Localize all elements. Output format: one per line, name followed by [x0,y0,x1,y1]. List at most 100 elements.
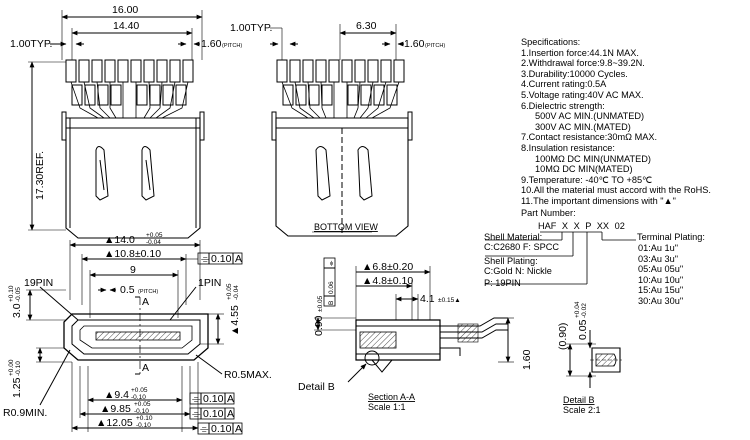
section-view [314,257,514,383]
dim-section-48: ▲4.8±0.10 [362,275,413,287]
spec-line: 6.Dielectric strength: [521,100,605,111]
spec-line: 3.Durability:10000 Cycles. [521,68,628,79]
fcf-3-datum: A [227,408,234,420]
dim-plan-108: ▲10.8±0.10 [104,248,161,260]
plan-view [26,240,243,435]
spec-line: 8.Insulation resistance: [521,142,615,153]
spec-line: 10MΩ DC MIN(MATED) [535,164,633,175]
spec-line: 5.Voltage rating:40V AC MAX. [521,89,644,100]
terminal-plating-list: 01:Au 1u"03:Au 3u"05:Au 05u"10:Au 10u"15… [638,243,683,307]
shell-plating-title: Shell Plating: [484,256,538,266]
spec-line: 4.Current rating:0.5A [521,79,607,90]
front-view [28,10,205,239]
dim-plan-985: ▲9.85 [100,403,131,415]
dim-section-09: 0.90 [313,315,325,336]
tol-plan-30-up: +0.10 [8,285,15,302]
connector-body [65,117,201,239]
fcf-3-val: 0.10 [203,408,224,420]
tol-plan-985-dn: -0.10 [134,408,149,415]
detail-caption-scale: Scale 2:1 [563,405,601,415]
dim-plan-pitch-tag: (PITCH) [138,289,158,295]
fcf-4-sym: ⌯ [200,423,209,435]
label-1pin: 1PIN [198,277,221,289]
pin-pads [65,59,194,106]
dim-section-68: ▲6.8±0.20 [362,261,413,273]
terminal-plating-option: 05:Au 05u" [638,264,684,275]
dim-plan-14: ▲14.0 [104,234,135,246]
terminal-plating-option: 01:Au 1u" [638,243,679,253]
dim-section-160: 1.60 [521,349,533,370]
fcf-1-val: 0.10 [211,253,232,265]
tol-section-09: ±0.05 [317,295,324,312]
dim-front-16: 16.00 [112,4,138,16]
plan-housing [63,313,209,361]
fcf-2-sym: ⌯ [192,393,201,405]
dim-bottom-pitch-tag: (PITCH) [425,43,445,49]
fcf-4-val: 0.10 [211,423,232,435]
label-r09: R0.9MIN. [3,407,47,419]
label-r05: R0.5MAX. [224,369,272,381]
fcf-v-val: 0.06 [328,281,335,294]
spec-line: 11.The important dimensions with "▲" [521,195,676,206]
spec-title: Specifications: [521,37,581,47]
spec-line: 1.Insertion force:44.1N MAX. [521,47,639,58]
spec-line: 500V AC MIN.(UNMATED) [535,111,645,122]
dim-front-pitch: 1.60 [201,38,222,50]
bottom-view-caption: BOTTOM VIEW [314,222,378,232]
part-number-code: HAF X X P XX 02 [538,221,625,231]
dim-plan-125: 1.25 [11,377,23,398]
tol-plan-14-dn: -0.04 [146,239,161,246]
section-caption-title: Section A-A [368,392,415,402]
terminal-plating-option: 15:Au 15u" [638,285,684,296]
section-mark-top: A [142,296,149,308]
fcf-2-datum: A [227,393,234,405]
terminal-plating-option: 03:Au 3u" [638,253,679,264]
tol-plan-94-dn: -0.10 [131,394,146,401]
detail-view [566,330,622,388]
terminal-plating-option: 30:Au 30u" [638,295,684,306]
specifications-block: Specifications: 1.Insertion force:44.1N … [521,37,746,207]
terminal-plating-title: Terminal Plating: [637,232,705,242]
spec-line: 2.Withdrawal force:9.8~39.2N. [521,58,645,69]
tol-plan-94-up: +0.05 [131,387,148,394]
dim-bottom-typ: 1.00TYP. [230,22,272,34]
fcf-2-val: 0.10 [203,393,224,405]
dim-bottom-pitch: 1.60 [404,38,425,50]
fcf-v-sym: ⌯ [328,260,335,266]
tol-detail-005-up: +0.04 [574,301,581,318]
spec-line: 10.All the material must accord with the… [521,185,711,196]
detail-b-label: Detail B [298,381,335,393]
tol-plan-125-dn: -0.10 [15,361,22,376]
terminal-plating-option: 10:Au 10u" [638,274,684,285]
fcf-1-datum: A [235,253,242,265]
tol-plan-125-up: +0.00 [8,359,15,376]
dim-front-1440: 14.40 [113,20,139,32]
dim-plan-9: 9 [130,264,136,276]
section-caption-scale: Scale 1:1 [368,402,406,412]
fcf-v-datum: B [328,301,335,305]
tol-section-41: ±0.15▲ [438,297,461,304]
dim-plan-94: ▲9.4 [104,389,129,401]
tol-plan-1205-up: +0.10 [136,415,153,422]
spec-line: 100MΩ DC MIN(UNMATED) [535,153,651,164]
dim-section-41: 4.1 [420,293,435,305]
dim-front-typ: 1.00TYP. [10,38,52,50]
shell-material-values: C:C2680 F: SPCC [484,242,560,252]
dim-detail-005: 0.05 [577,319,589,340]
bottom-view [270,24,413,237]
tol-plan-985-up: +0.05 [134,401,151,408]
fcf-1-sym: ⌯ [201,253,210,265]
dim-plan-1205: ▲12.05 [96,417,133,429]
latch-right [141,146,155,201]
shell-plating-values: C:Gold N: Nickle [484,266,552,276]
tol-plan-14-up: +0.05 [146,232,163,239]
detail-caption-title: Detail B [563,395,595,405]
spec-line: 300V AC MIN.(MATED) [535,121,631,132]
dim-plan-455: ▲4.55 [229,305,241,336]
fcf-4-datum: A [235,423,242,435]
tol-plan-455-dn: -0.04 [233,285,240,300]
tol-plan-1205-dn: -0.10 [136,422,151,429]
section-mark-bottom: A [142,362,149,374]
spec-lines: 1.Insertion force:44.1N MAX.2.Withdrawal… [521,48,746,207]
